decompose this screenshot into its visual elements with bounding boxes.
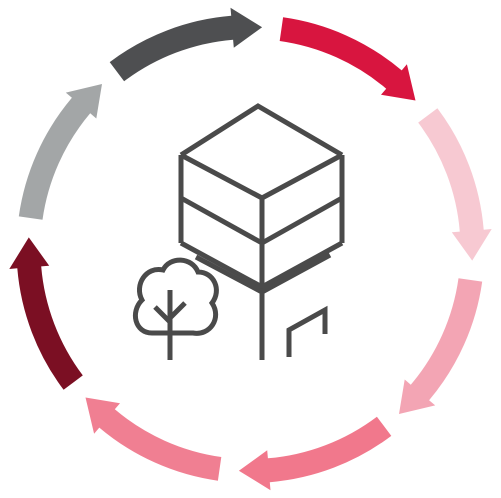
arrow-ring xyxy=(9,7,492,491)
tree-icon xyxy=(132,257,219,360)
building-icon xyxy=(178,103,345,360)
cycle-arrow-4 xyxy=(238,416,392,491)
cycle-arrow-7 xyxy=(18,84,102,220)
cycle-arrow-2 xyxy=(418,108,492,261)
cycle-arrow-5 xyxy=(85,397,222,481)
building-and-tree-icon xyxy=(132,103,345,360)
cycle-arrow-6 xyxy=(9,237,83,390)
cycle-arrow-3 xyxy=(399,278,483,414)
cycle-arrow-1 xyxy=(279,17,416,101)
cycle-arrow-8 xyxy=(109,7,263,82)
